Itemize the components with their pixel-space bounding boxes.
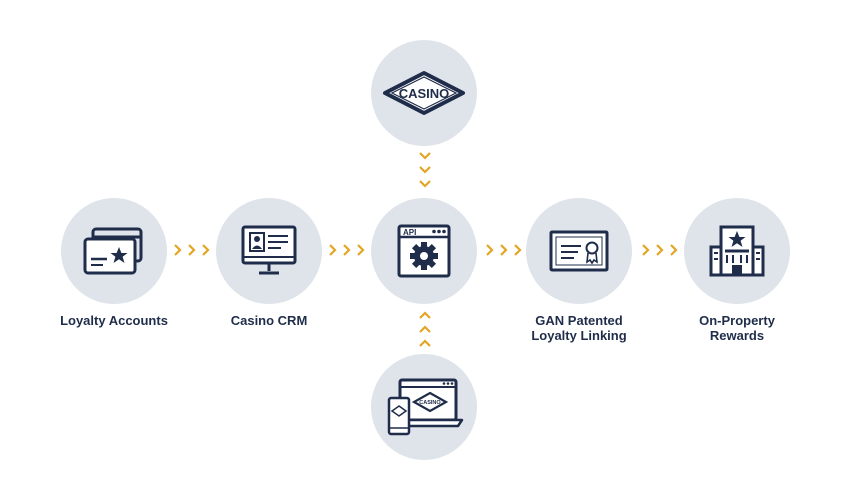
arrow-casino-to-api (417, 150, 433, 190)
hotel-building-star-icon (709, 225, 765, 277)
casino-node: CASINO (371, 40, 477, 146)
api-window-gear-icon: API (397, 224, 451, 278)
loyalty-accounts-label: Loyalty Accounts (60, 313, 168, 328)
devices-laptop-casino-text: CASINO (419, 400, 441, 406)
loyalty-card-star-icon (83, 227, 143, 275)
casino-crm-label: Casino CRM (230, 313, 308, 328)
gan-linking-label: GAN Patented Loyalty Linking (531, 313, 627, 343)
gan-linking-node (526, 198, 632, 304)
arrow-devices-to-api (417, 310, 433, 350)
api-text: API (403, 228, 416, 237)
devices-casino-icon: CASINO (387, 378, 464, 436)
arrow-loyalty-to-crm (172, 242, 212, 258)
certificate-icon (549, 230, 609, 272)
casino-sign-text: CASINO (399, 86, 450, 101)
arrow-crm-to-api (327, 242, 367, 258)
casino-crm-node (216, 198, 322, 304)
monitor-profile-icon (241, 225, 297, 275)
arrow-gan-to-rewards (640, 242, 680, 258)
devices-node: CASINO (371, 354, 477, 460)
on-property-rewards-node (684, 198, 790, 304)
loyalty-accounts-node (61, 198, 167, 304)
casino-sign-icon: CASINO (383, 71, 465, 115)
on-property-rewards-label: On-Property Rewards (699, 313, 775, 343)
arrow-api-to-gan (484, 242, 524, 258)
api-node: API (371, 198, 477, 304)
